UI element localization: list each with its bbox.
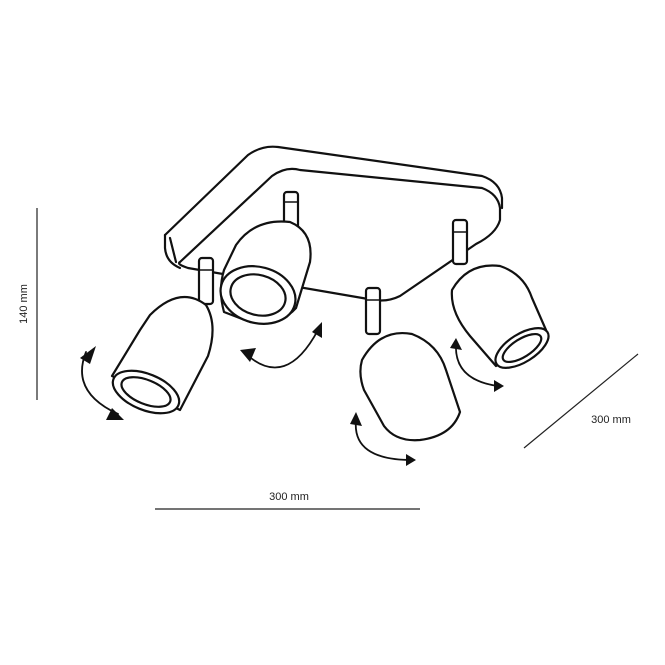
- depth-dimension-line: [523, 353, 639, 449]
- rotation-arrow-center-left: [240, 322, 322, 369]
- rotation-arrow-left: [80, 346, 124, 420]
- rotation-arrow-right: [450, 338, 504, 392]
- height-label: 140 mm: [18, 284, 30, 324]
- rotation-arrow-center-right: [350, 412, 416, 466]
- depth-label: 300 mm: [591, 414, 631, 426]
- width-label: 300 mm: [269, 491, 309, 503]
- spotlight-front-left: [110, 256, 215, 415]
- spotlight-front-right: [359, 286, 462, 442]
- ceiling-plate: [163, 145, 504, 302]
- spotlight-back-left: [219, 190, 312, 325]
- spotlight-back-right: [450, 218, 550, 369]
